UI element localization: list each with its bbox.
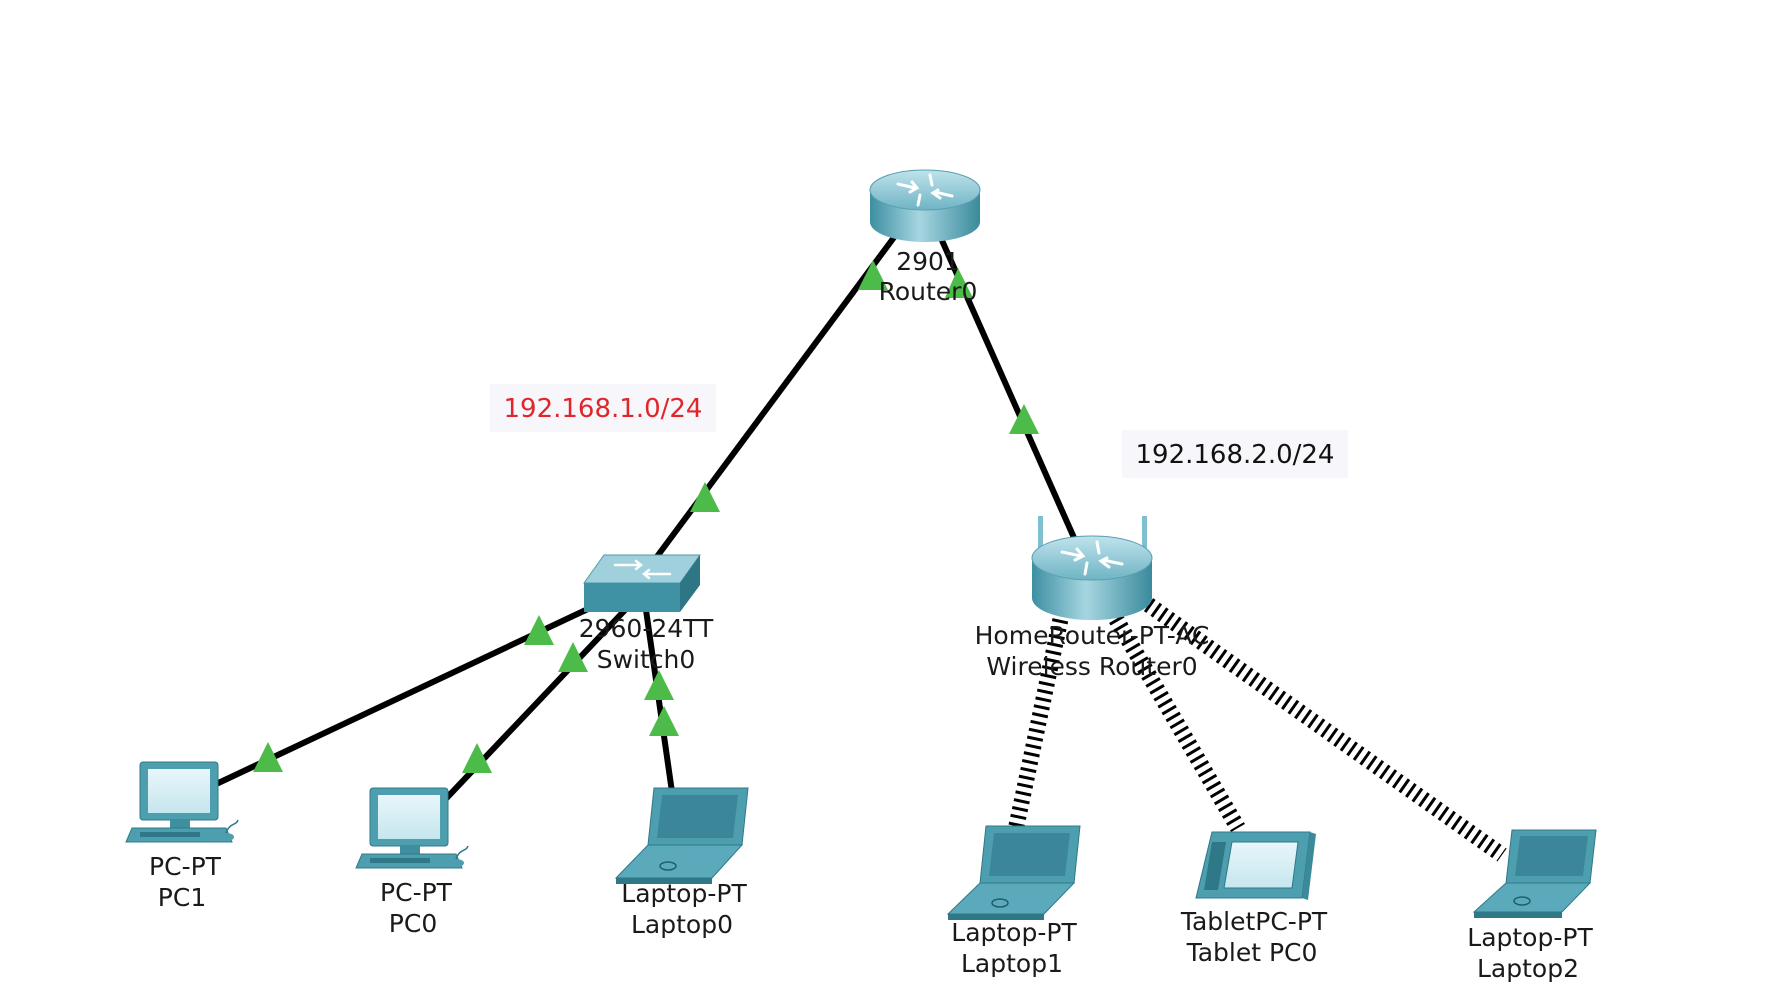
device-name-label: Router0 (879, 277, 978, 306)
subnet-label-lan2[interactable]: 192.168.2.0/24 (1122, 430, 1348, 478)
device-model-label: Laptop-PT (621, 879, 747, 908)
link-status-layer (253, 260, 1039, 773)
laptop-icon (1472, 829, 1597, 918)
router-icon (869, 169, 981, 242)
link-switch0-laptop0[interactable] (643, 609, 675, 793)
laptop-icon (946, 825, 1081, 920)
device-model-label: PC-PT (149, 852, 222, 881)
link-wireless-laptop2[interactable] (1137, 593, 1507, 862)
device-name-label: Laptop2 (1477, 954, 1579, 983)
device-pc0[interactable]: PC-PT PC0 (355, 787, 469, 938)
pc-icon (355, 787, 469, 869)
device-laptop0[interactable]: Laptop-PT Laptop0 (614, 787, 749, 939)
device-model-label: 2960-24TT (579, 614, 714, 643)
link-up-indicator (649, 706, 679, 736)
device-model-label: PC-PT (380, 878, 453, 907)
device-name-label: Laptop1 (961, 949, 1063, 978)
switch-icon (583, 554, 701, 612)
device-tablet-pc0[interactable]: TabletPC-PT Tablet PC0 (1180, 831, 1328, 967)
device-name-label: Wireless Router0 (986, 652, 1197, 681)
link-up-indicator (524, 615, 554, 645)
device-wireless-router0[interactable]: HomeRouter-PT-AC Wireless Router0 (975, 516, 1210, 681)
link-up-indicator (644, 670, 674, 700)
device-name-label: Tablet PC0 (1186, 938, 1318, 967)
device-laptop1[interactable]: Laptop-PT Laptop1 (946, 825, 1081, 978)
device-model-label: Laptop-PT (1467, 923, 1593, 952)
link-up-indicator (462, 743, 492, 773)
pc-icon (125, 761, 239, 843)
subnet-text: 192.168.1.0/24 (504, 394, 703, 424)
link-up-indicator (558, 642, 588, 672)
link-up-indicator (858, 260, 888, 290)
device-laptop2[interactable]: Laptop-PT Laptop2 (1467, 829, 1597, 983)
device-switch0[interactable]: 2960-24TT Switch0 (579, 554, 714, 674)
wireless-router-icon (1031, 516, 1153, 620)
links-layer (210, 234, 1507, 862)
link-wireless-laptop1[interactable] (1008, 610, 1070, 830)
device-name-label: PC1 (158, 883, 206, 912)
laptop-icon (614, 787, 749, 884)
device-name-label: Switch0 (597, 645, 696, 674)
device-model-label: HomeRouter-PT-AC (975, 621, 1210, 650)
device-name-label: PC0 (389, 909, 437, 938)
link-up-indicator (253, 742, 283, 772)
link-up-indicator (1009, 404, 1039, 434)
device-model-label: TabletPC-PT (1180, 907, 1328, 936)
device-model-label: Laptop-PT (951, 918, 1077, 947)
device-router0[interactable]: 2901 Router0 (869, 169, 981, 306)
device-pc1[interactable]: PC-PT PC1 (125, 761, 239, 912)
subnet-label-lan1[interactable]: 192.168.1.0/24 (490, 384, 716, 432)
tablet-icon (1195, 831, 1316, 900)
device-model-label: 2901 (896, 247, 960, 276)
link-wireless-tablet-pc0[interactable] (1105, 607, 1245, 833)
device-name-label: Laptop0 (631, 910, 733, 939)
subnet-text: 192.168.2.0/24 (1136, 440, 1335, 470)
link-up-indicator (945, 268, 973, 298)
link-up-indicator (690, 482, 720, 512)
